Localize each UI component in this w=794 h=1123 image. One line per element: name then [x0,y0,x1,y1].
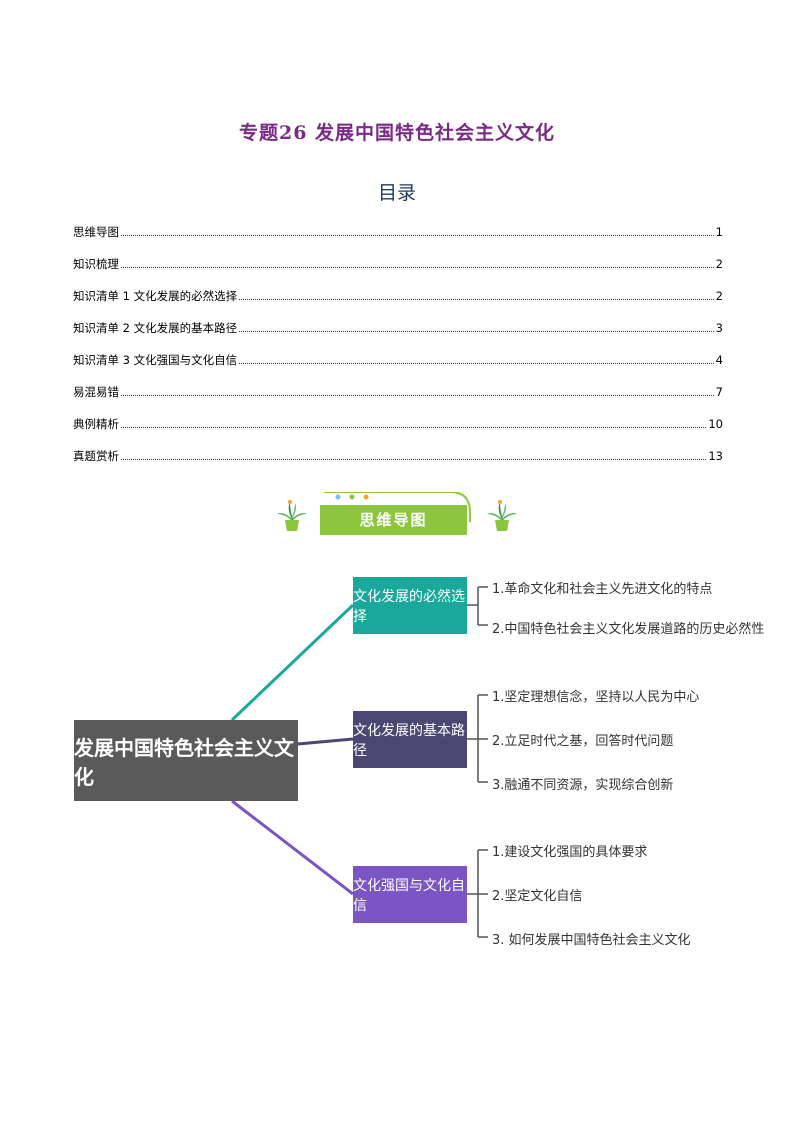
mindmap-leaf: 2.立足时代之基，回答时代问题 [492,734,674,749]
mindmap-branch-node: 文化发展的基本路径 [353,711,467,768]
toc-item-label: 思维导图 [73,225,119,239]
toc-item-label: 典例精析 [73,417,119,431]
toc-item-page: 3 [715,321,723,335]
mindmap-branch-node: 文化强国与文化自信 [353,866,467,923]
banner-shape [320,492,471,535]
mindmap-leaf: 3. 如何发展中国特色社会主义文化 [492,933,691,948]
toc-item-label: 知识梳理 [73,257,119,271]
mindmap-connectors [230,586,488,938]
toc-item[interactable]: 知识清单 3 文化强国与文化自信 4 [73,344,723,376]
toc-item-page: 2 [715,289,723,303]
toc-item-page: 13 [708,449,723,463]
toc-item[interactable]: 知识清单 1 文化发展的必然选择 2 [73,280,723,312]
toc-item-label: 易混易错 [73,385,119,399]
toc-item-label: 知识清单 1 文化发展的必然选择 [73,289,238,303]
toc-leader [121,458,707,460]
document-title: 专题26 发展中国特色社会主义文化 [238,122,556,144]
mindmap-leaf: 2.坚定文化自信 [492,889,583,904]
toc-item-page: 10 [708,417,723,431]
toc-leader [121,234,714,236]
mindmap-central-node: 发展中国特色社会主义文化 [74,720,298,801]
toc-heading: 目录 [377,182,416,204]
mindmap-banner-label: 思维导图 [359,511,428,529]
toc-item-label: 知识清单 3 文化强国与文化自信 [73,353,238,367]
toc-item[interactable]: 思维导图 1 [73,216,723,248]
toc-item[interactable]: 易混易错 7 [73,376,723,408]
toc-item-label: 真题赏析 [73,449,119,463]
toc-leader [121,394,714,396]
plant-icon [487,500,517,531]
toc-item-page: 7 [715,385,723,399]
toc-item[interactable]: 知识梳理 2 [73,248,723,280]
table-of-contents: 思维导图 1 知识梳理 2 知识清单 1 文化发展的必然选择 2 知识清单 2 文化发… [73,216,723,472]
toc-item[interactable]: 知识清单 2 文化发展的基本路径 3 [73,312,723,344]
toc-item[interactable]: 典例精析 10 [73,408,723,440]
toc-item-page: 1 [715,225,723,239]
toc-leader [239,362,714,364]
mindmap-leaf: 3.融通不同资源，实现综合创新 [492,778,674,793]
mindmap-leaf: 1.建设文化强国的具体要求 [492,845,648,860]
toc-item-label: 知识清单 2 文化发展的基本路径 [73,321,238,335]
mindmap-leaf: 1.坚定理想信念，坚持以人民为中心 [492,690,700,705]
toc-item-page: 2 [715,257,723,271]
mindmap-branch-node: 文化发展的必然选择 [353,577,467,634]
mindmap-leaf: 1.革命文化和社会主义先进文化的特点 [492,582,713,597]
toc-leader [239,330,714,332]
toc-leader [121,426,707,428]
mindmap-leaf: 2.中国特色社会主义文化发展道路的历史必然性 [492,622,765,637]
toc-leader [239,298,714,300]
toc-leader [121,266,714,268]
toc-item-page: 4 [715,353,723,367]
plant-icon [277,500,307,531]
toc-item[interactable]: 真题赏析 13 [73,440,723,472]
